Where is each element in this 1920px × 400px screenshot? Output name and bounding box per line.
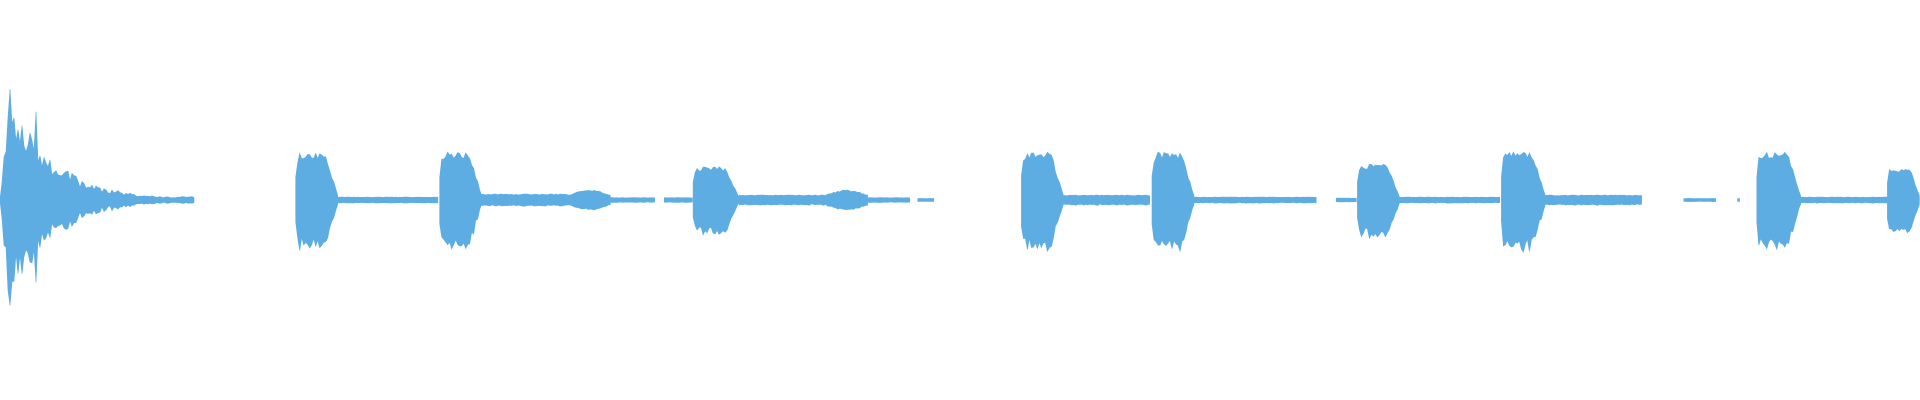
waveform-segment (1021, 151, 1064, 253)
waveform-segment (610, 197, 655, 203)
waveform-segment (867, 197, 911, 203)
waveform-segment (1151, 151, 1195, 253)
waveform-segment (568, 189, 611, 211)
waveform-segment (917, 198, 935, 202)
waveform-segment (825, 189, 868, 211)
waveform-segment (337, 196, 439, 204)
waveform-segment (295, 152, 338, 251)
waveform-segment (0, 88, 195, 306)
waveform-segment (1063, 194, 1150, 206)
waveform-segment (439, 151, 482, 250)
waveform-segment (1737, 198, 1740, 202)
waveform-segment (1887, 168, 1920, 234)
waveform-segment (1336, 197, 1357, 203)
waveform-segment (1357, 163, 1400, 240)
waveform-segment (1545, 194, 1642, 206)
waveform-segment (664, 197, 693, 203)
waveform-segment (481, 193, 569, 207)
waveform-segment (1501, 151, 1546, 253)
waveform-segment (1193, 196, 1317, 204)
waveform-segment (1800, 196, 1888, 204)
waveform-segment (1399, 196, 1500, 204)
waveform-segment (692, 166, 740, 236)
waveform-segment (1756, 151, 1802, 251)
waveform-segment (1683, 198, 1717, 203)
waveform-segment (738, 194, 826, 206)
waveform-group (0, 88, 1920, 306)
